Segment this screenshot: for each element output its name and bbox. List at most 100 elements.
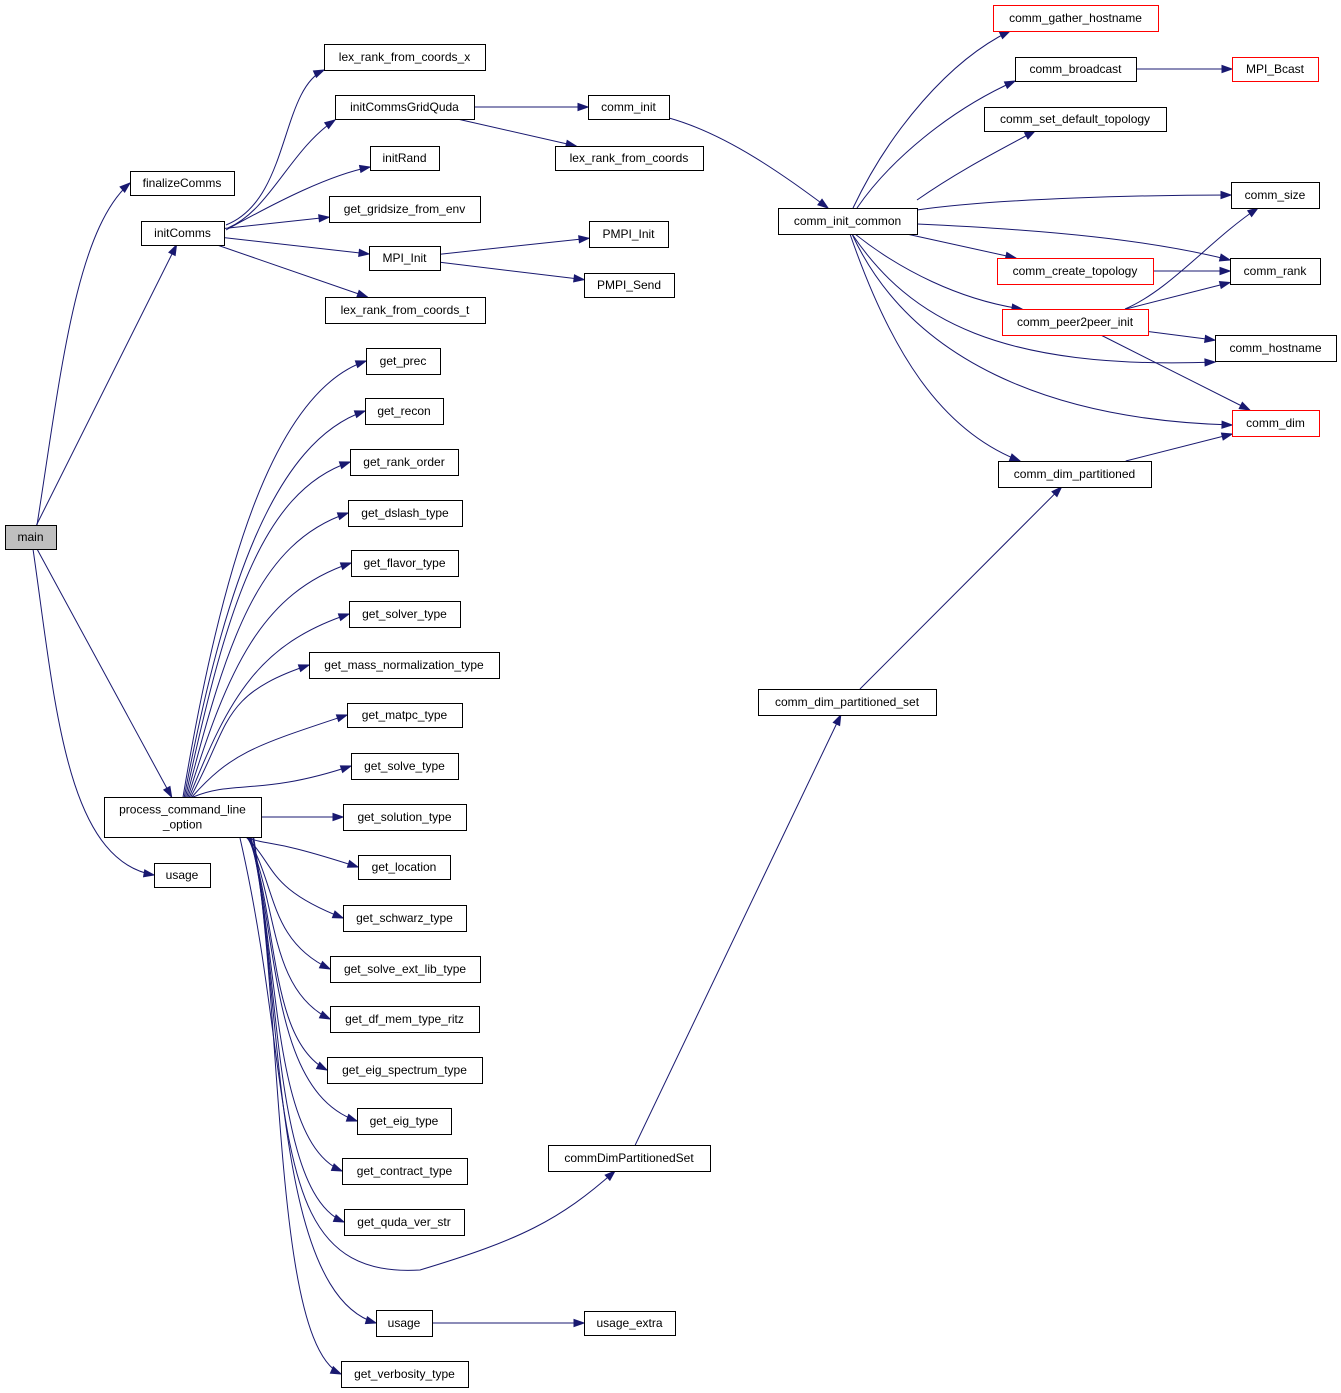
node-usage2[interactable]: usage [376, 1310, 433, 1337]
node-get-recon[interactable]: get_recon [365, 398, 444, 425]
edge-line [916, 223, 1231, 261]
node-label: finalizeComms [143, 176, 222, 190]
node-label: get_solution_type [357, 810, 451, 824]
node-initCommsGridQuda[interactable]: initCommsGridQuda [335, 95, 475, 120]
node-comm-create-topology[interactable]: comm_create_topology [997, 258, 1154, 285]
edge-commDimPartitionedSet-to-comm_dim_partitioned_set [634, 713, 842, 1146]
node-label: usage_extra [596, 1316, 662, 1330]
node-label: get_schwarz_type [356, 911, 453, 925]
node-get-eig-type[interactable]: get_eig_type [357, 1108, 452, 1135]
node-comm-size[interactable]: comm_size [1231, 182, 1320, 209]
node-box [993, 5, 1159, 32]
node-get-prec[interactable]: get_prec [366, 348, 441, 375]
edge-line [225, 69, 325, 226]
node-get-solver-type[interactable]: get_solver_type [349, 601, 461, 628]
node-box [369, 246, 441, 271]
edge-arrowhead [1218, 253, 1232, 262]
node-get-solution-type[interactable]: get_solution_type [343, 804, 467, 831]
node-main[interactable]: main [5, 525, 57, 550]
edge-arrowhead [332, 1214, 346, 1223]
node-box [349, 601, 461, 628]
edge-comm_init_common-to-comm_rank [916, 223, 1232, 262]
node-commDimPartitionedSet[interactable]: commDimPartitionedSet [548, 1145, 711, 1172]
edge-comm_init_common-to-comm_broadcast [856, 80, 1017, 209]
node-usage1[interactable]: usage [154, 863, 211, 888]
edge-arrowhead [336, 512, 350, 521]
node-get-gridsize-from-env[interactable]: get_gridsize_from_env [329, 196, 481, 223]
node-get-mass-normalization-type[interactable]: get_mass_normalization_type [309, 652, 500, 679]
edge-arrowhead [1008, 453, 1022, 462]
node-get-dslash-type[interactable]: get_dslash_type [348, 500, 463, 527]
edge-arrowhead [1051, 485, 1063, 498]
edge-process_command_line_option-to-get_solve_type [192, 765, 353, 798]
node-lex-rank-from-coords-t[interactable]: lex_rank_from_coords_t [325, 297, 486, 324]
node-comm-set-default-topology[interactable]: comm_set_default_topology [984, 107, 1167, 132]
node-box [1002, 309, 1149, 336]
node-get-location[interactable]: get_location [358, 855, 451, 880]
node-finalizeComms[interactable]: finalizeComms [130, 171, 235, 196]
node-comm-peer2peer-init[interactable]: comm_peer2peer_init [1002, 309, 1149, 336]
edge-line [185, 461, 351, 798]
node-get-eig-spectrum-type[interactable]: get_eig_spectrum_type [327, 1057, 483, 1084]
edge-arrowhead [345, 1113, 359, 1122]
node-comm-rank[interactable]: comm_rank [1230, 258, 1321, 285]
node-box [1215, 335, 1337, 362]
edge-line [1125, 433, 1233, 462]
node-comm-hostname[interactable]: comm_hostname [1215, 335, 1337, 362]
node-MPI-Init[interactable]: MPI_Init [369, 246, 441, 271]
edge-comm_peer2peer_init-to-comm_hostname [1147, 330, 1217, 343]
node-box [997, 258, 1154, 285]
node-box [1231, 182, 1320, 209]
node-label: lex_rank_from_coords_t [341, 303, 470, 317]
edge-comm_broadcast-to-MPI_Bcast [1136, 64, 1234, 74]
edge-main-to-initComms [36, 243, 178, 526]
node-get-verbosity-type[interactable]: get_verbosity_type [341, 1361, 469, 1388]
edge-line [36, 548, 173, 798]
node-box [351, 753, 459, 780]
edge-comm_dim_partitioned-to-comm_dim [1125, 432, 1234, 462]
node-usage-extra[interactable]: usage_extra [584, 1311, 676, 1336]
node-comm-init-common[interactable]: comm_init_common [778, 208, 918, 235]
edge-arrowhead [332, 812, 345, 822]
node-comm-dim-partitioned-set[interactable]: comm_dim_partitioned_set [758, 689, 937, 716]
edge-arrowhead [354, 360, 368, 369]
edge-process_command_line_option-to-get_rank_order [185, 461, 352, 798]
node-box [324, 44, 486, 71]
edge-arrowhead [573, 274, 586, 283]
node-get-df-mem-type-ritz[interactable]: get_df_mem_type_ritz [330, 1006, 480, 1033]
node-get-solve-type[interactable]: get_solve_type [351, 753, 459, 780]
node-initComms[interactable]: initComms [141, 221, 225, 246]
node-comm-broadcast[interactable]: comm_broadcast [1015, 57, 1137, 82]
node-lex-rank-from-coords-x[interactable]: lex_rank_from_coords_x [324, 44, 486, 71]
node-label: comm_size [1245, 188, 1306, 202]
node-label: get_solve_ext_lib_type [344, 962, 466, 976]
node-PMPI-Send[interactable]: PMPI_Send [584, 273, 675, 298]
node-comm-gather-hostname[interactable]: comm_gather_hostname [993, 5, 1159, 32]
node-MPI-Bcast[interactable]: MPI_Bcast [1232, 57, 1319, 82]
node-comm-init[interactable]: comm_init [588, 95, 670, 120]
node-get-contract-type[interactable]: get_contract_type [342, 1158, 468, 1185]
edge-process_command_line_option-to-get_recon [183, 410, 367, 798]
node-box [998, 461, 1152, 488]
node-get-rank-order[interactable]: get_rank_order [350, 449, 459, 476]
node-PMPI-Init[interactable]: PMPI_Init [589, 221, 669, 248]
node-get-flavor-type[interactable]: get_flavor_type [351, 550, 459, 577]
node-lex-rank-from-coords[interactable]: lex_rank_from_coords [555, 146, 704, 171]
node-get-matpc-type[interactable]: get_matpc_type [347, 703, 463, 728]
edge-line [191, 714, 348, 798]
edge-line [916, 194, 1232, 211]
node-get-schwarz-type[interactable]: get_schwarz_type [343, 905, 467, 932]
node-comm-dim[interactable]: comm_dim [1232, 410, 1320, 437]
edge-arrowhead [312, 69, 326, 79]
edge-arrowhead [1220, 432, 1234, 441]
node-label: get_dslash_type [361, 506, 449, 520]
node-label: get_solver_type [362, 607, 447, 621]
node-initRand[interactable]: initRand [370, 146, 440, 171]
node-get-solve-ext-lib-type[interactable]: get_solve_ext_lib_type [330, 956, 481, 983]
node-get-quda-ver-str[interactable]: get_quda_ver_str [344, 1209, 465, 1236]
node-box [154, 863, 211, 888]
node-comm-dim-partitioned[interactable]: comm_dim_partitioned [998, 461, 1152, 488]
node-process-command-line-option[interactable]: process_command_line_option [104, 797, 262, 838]
node-label: comm_dim_partitioned_set [775, 695, 920, 709]
edge-line [854, 233, 1023, 310]
